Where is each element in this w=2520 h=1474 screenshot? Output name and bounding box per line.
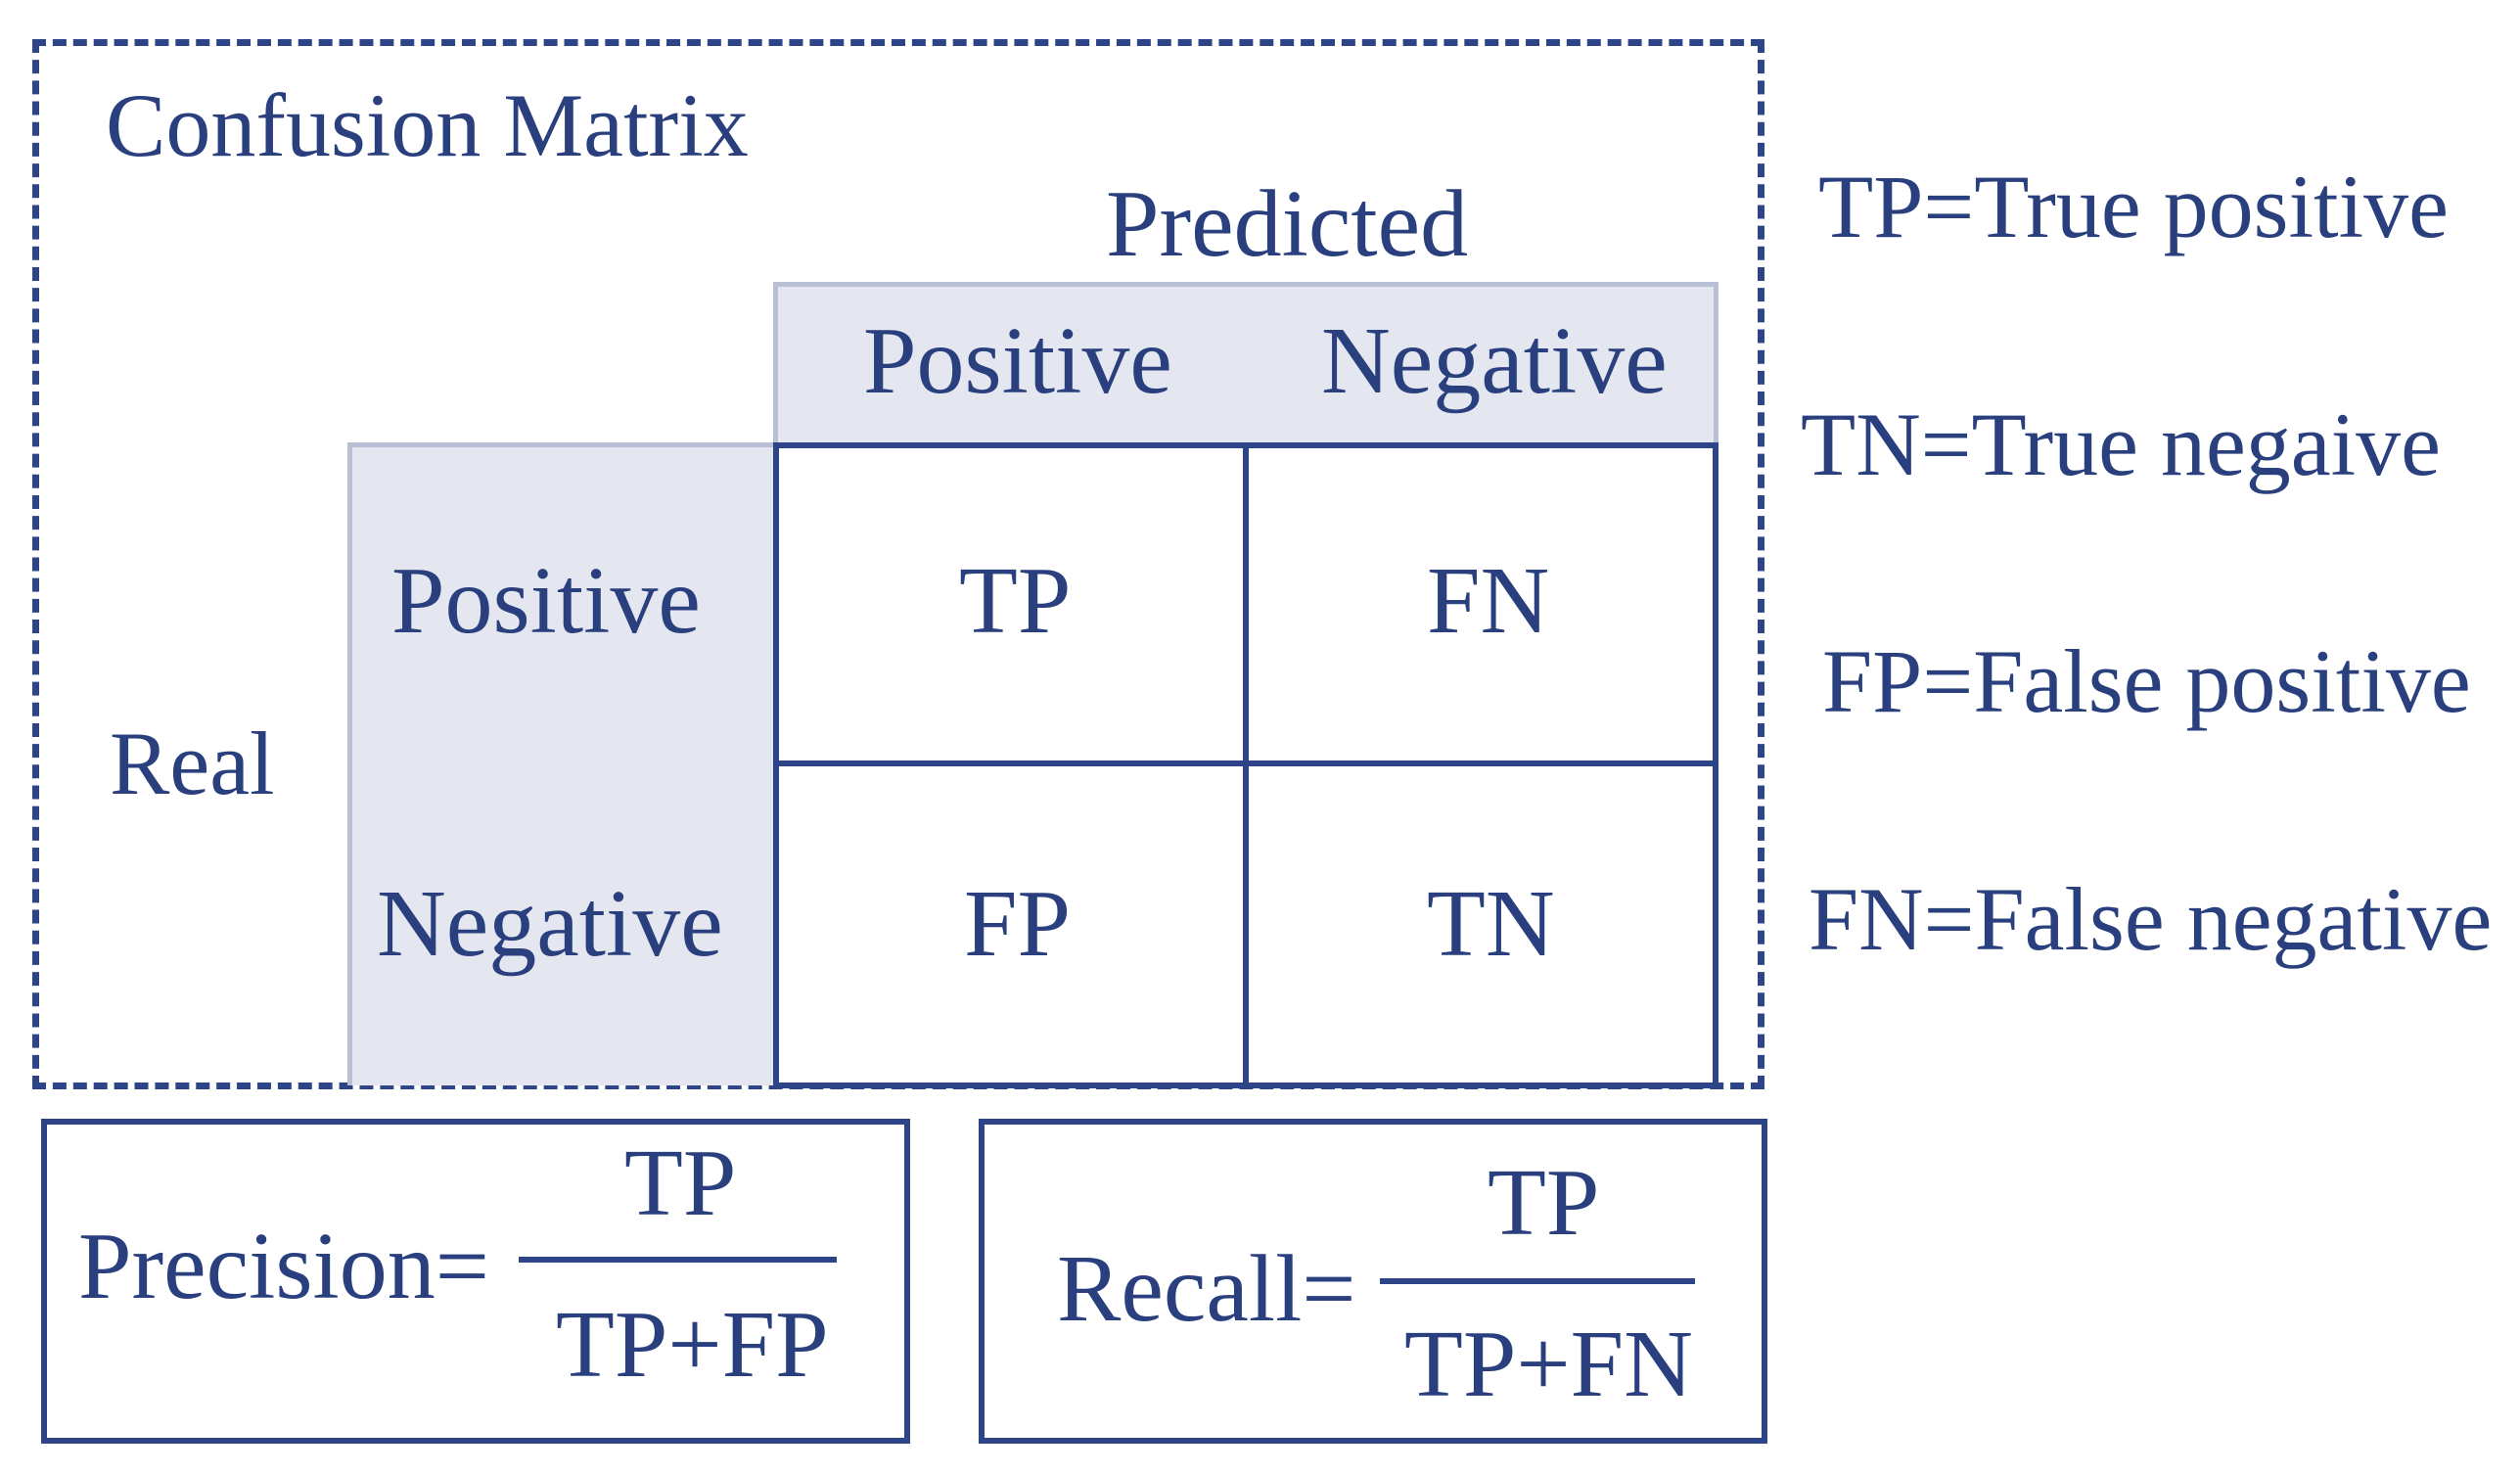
row-header-band	[347, 442, 775, 1085]
recall-numerator: TP	[1488, 1150, 1600, 1256]
row-header-positive: Positive	[391, 548, 701, 654]
precision-fraction-bar	[519, 1257, 837, 1263]
cell-true-negative: TN	[1427, 871, 1555, 977]
column-header-negative: Negative	[1321, 308, 1668, 414]
column-header-positive: Positive	[863, 308, 1172, 414]
confusion-matrix-title: Confusion Matrix	[106, 75, 749, 175]
precision-numerator: TP	[624, 1130, 737, 1236]
column-header-band	[773, 282, 1718, 444]
real-axis-label: Real	[110, 714, 275, 813]
legend-true-positive: TP=True positive	[1818, 157, 2449, 256]
recall-label: Recall=	[1057, 1236, 1356, 1342]
recall-fraction-bar	[1380, 1278, 1695, 1284]
precision-label: Precision=	[78, 1214, 489, 1319]
recall-formula-box	[979, 1119, 1767, 1444]
grid-horizontal-divider	[773, 760, 1718, 766]
legend-false-positive: FP=False positive	[1822, 631, 2471, 731]
legend-false-negative: FN=False negative	[1809, 869, 2493, 969]
cell-true-positive: TP	[959, 548, 1072, 654]
row-header-negative: Negative	[377, 871, 723, 977]
recall-denominator: TP+FN	[1404, 1312, 1693, 1417]
legend-true-negative: TN=True negaive	[1801, 394, 2442, 494]
precision-formula-box	[41, 1119, 910, 1444]
precision-denominator: TP+FP	[556, 1292, 829, 1398]
cell-false-positive: FP	[964, 871, 1072, 977]
cell-false-negative: FN	[1427, 548, 1550, 654]
predicted-axis-label: Predicted	[1106, 171, 1469, 277]
